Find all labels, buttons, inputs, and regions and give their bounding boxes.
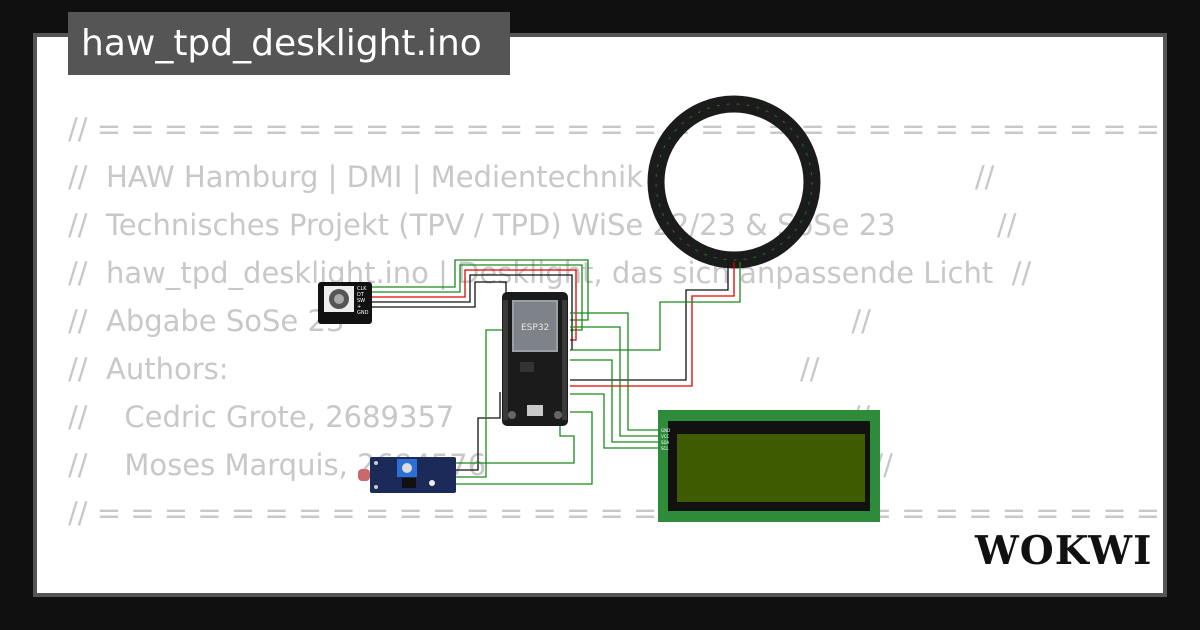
code-line: // Libraries xyxy=(68,585,1163,593)
code-line: // Abgabe SoSe 23 // xyxy=(68,304,871,338)
lcd-pin-label: SCL xyxy=(661,446,669,451)
lcd-pin-label: VCC xyxy=(661,434,670,439)
rotary-encoder[interactable] xyxy=(318,282,372,324)
code-line: // Cedric Grote, 2689357 // xyxy=(68,400,871,434)
lcd-pin-label: GND xyxy=(661,428,670,433)
esp32-board[interactable] xyxy=(502,292,568,426)
code-line: // Authors: // xyxy=(68,352,820,386)
esp32-pin-headers xyxy=(503,300,567,420)
neopixel-ring[interactable] xyxy=(647,95,821,269)
code-line: // haw_tpd_desklight.ino | Desklight, da… xyxy=(68,256,1032,290)
encoder-pin-label: SW xyxy=(357,298,365,304)
encoder-pin-label: DT xyxy=(357,292,365,298)
wokwi-logo[interactable]: WOKWI xyxy=(975,528,1153,574)
code-line: // HAW Hamburg | DMI | Medientechnik // xyxy=(68,160,995,194)
encoder-pin-label: GND xyxy=(357,310,369,316)
encoder-pin-label: + xyxy=(357,304,361,310)
photoresistor-module[interactable] xyxy=(358,457,456,493)
encoder-pin-label: CLK xyxy=(357,286,367,292)
esp32-label: ESP32 xyxy=(521,323,549,333)
page-title: haw_tpd_desklight.ino xyxy=(68,12,510,75)
lcd-display[interactable] xyxy=(658,410,880,522)
lcd-pin-label: SDA xyxy=(661,440,670,445)
